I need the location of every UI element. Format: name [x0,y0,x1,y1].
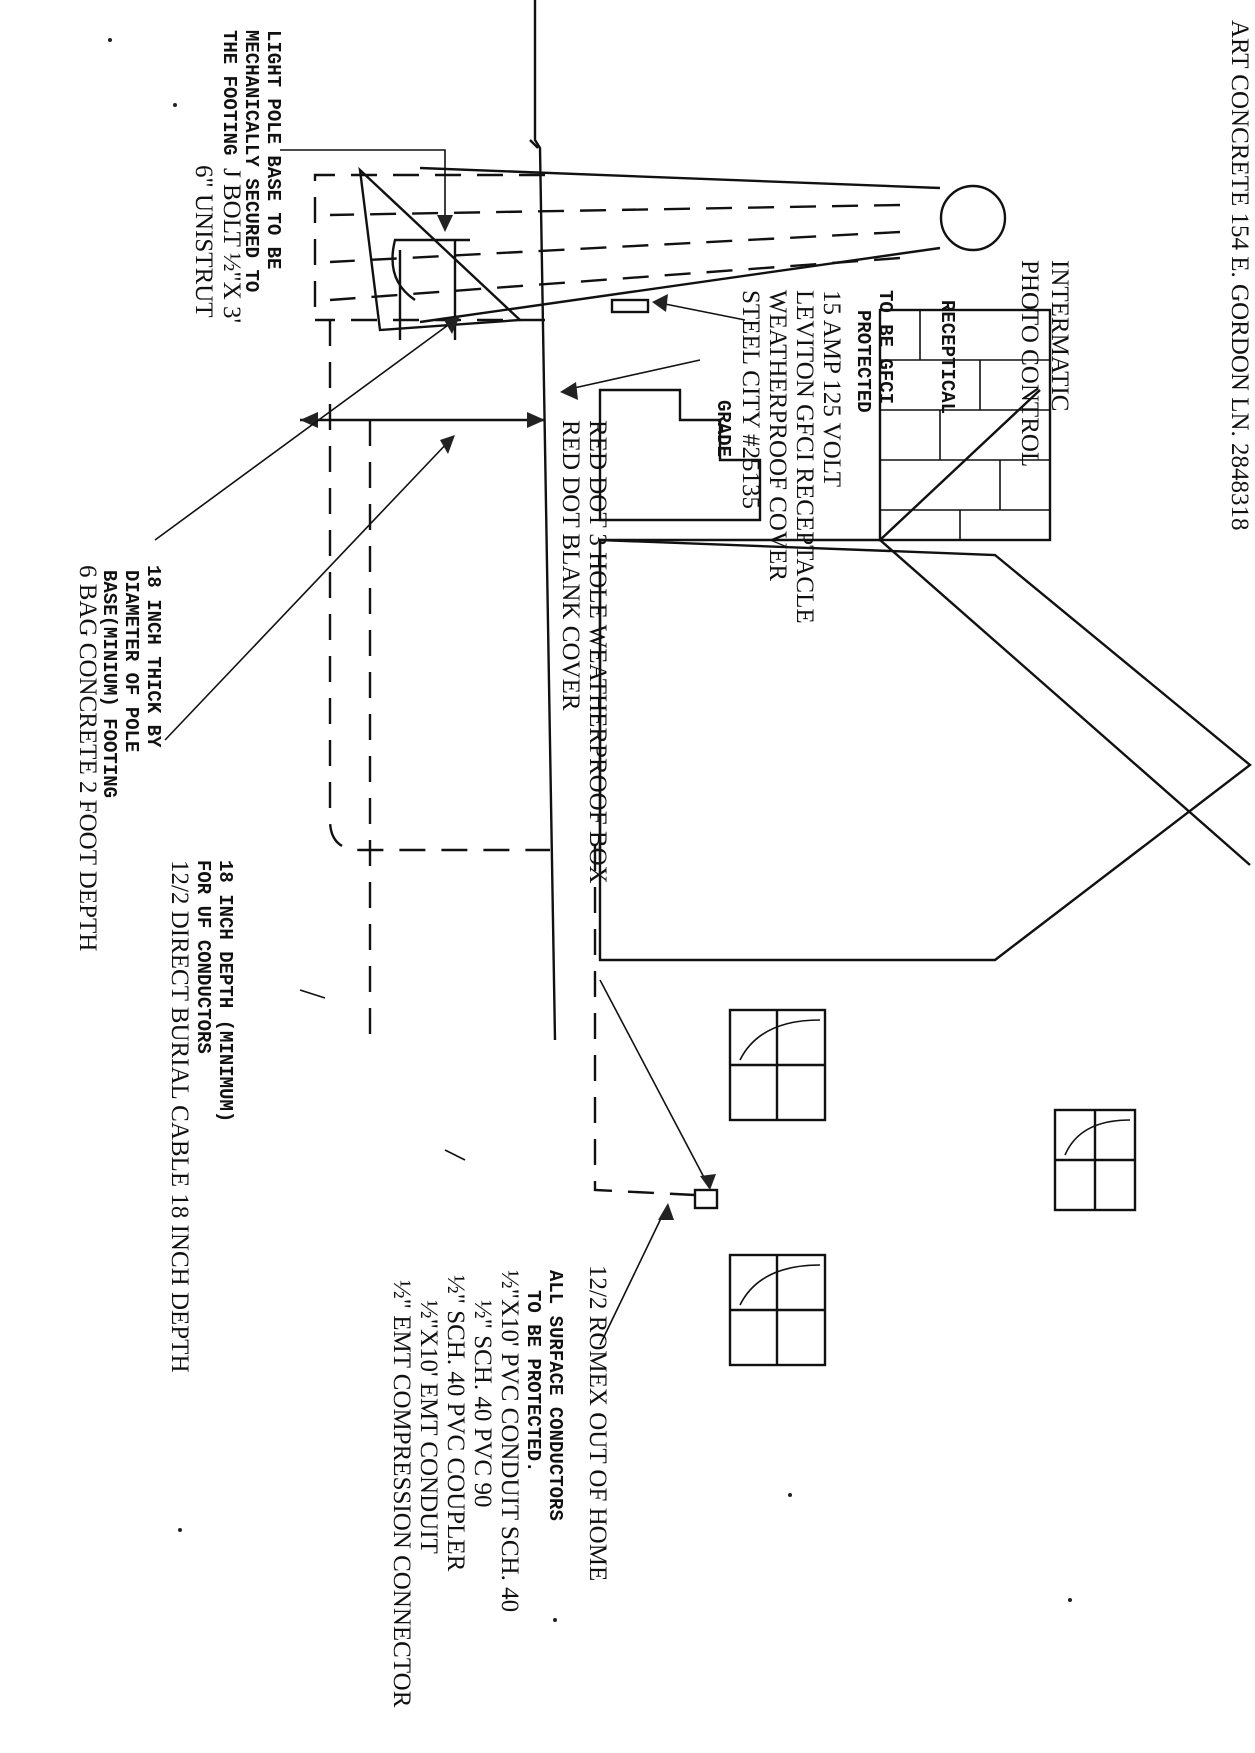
box-line-2: RED DOT BLANK COVER [557,420,584,711]
photo-control-line-2: PHOTO CONTROL [1016,260,1043,467]
conduit-run [593,845,696,1197]
jbolt-label: J BOLT ½"X 3' [218,168,245,323]
leader-depth [164,439,451,741]
surface-line-2: TO BE PROTECTED. [522,1290,544,1472]
arrowhead [444,316,460,334]
concrete-label: 6 BAG CONCRETE 2 FOOT DEPTH [74,565,101,951]
receptacle-line-2: LEVITON GFCI RECEPTACLE [791,290,818,624]
pole-base-line-2: MECHANICALLY SECURED TO [240,30,262,292]
arrowhead [700,1174,716,1190]
leader-receptacle [659,302,746,321]
speck [1068,1598,1072,1602]
conduit-line-2: ½" SCH. 40 PVC 90 [469,1300,496,1507]
arrowhead [652,294,668,312]
arrowhead [658,1203,674,1220]
pole-upper-edge [419,166,941,190]
speck [553,1618,557,1622]
footing-line-1: 18 INCH THICK BY [142,565,164,748]
trench-mark [299,989,326,999]
soil-edge [529,139,539,149]
j-bolt [391,238,470,301]
leader-pole-base [280,149,446,225]
surface-line-1: ALL SURFACE CONDUCTORS [544,1270,566,1521]
receptacle-line-4: STEEL CITY #25135 [737,290,764,509]
pole-dashed-1 [329,203,901,217]
window-2 [728,1253,827,1367]
leader-footing [154,319,456,541]
receptacle-line-3: WEATHERPROOF COVER [764,290,791,581]
pole-base-line-1: LIGHT POLE BASE TO BE [262,30,284,269]
brick-wall [878,308,1052,542]
leader-box [599,979,709,1186]
house-outline [598,538,1252,962]
pole-base-line-3: THE FOOTING [218,30,240,155]
pole-receptacle [610,298,650,314]
footing-line-3: BASE(MINIUM) FOOTING [98,570,120,798]
conduit-line-3: ½" SCH. 40 PVC COUPLER [442,1275,469,1572]
conduit-line-1: ½"X10' PVC CONDUIT SCH. 40 [496,1270,523,1612]
depth-line-2: FOR UF CONDUCTORS [192,860,214,1054]
gfci-line-2: PROTECTED [852,310,874,413]
footing-outline [313,173,545,322]
arrowhead [440,435,455,454]
arrowhead [527,412,545,428]
roof-line-2 [879,539,1251,866]
arrowhead [437,215,453,232]
conduit-line-5: ½" EMT COMPRESSION CONNECTOR [388,1280,415,1708]
speck [108,38,112,42]
chimney [598,388,762,522]
romex-label: 12/2 ROMEX OUT OF HOME [584,1265,611,1581]
arrowhead [560,382,578,400]
receptical-label: RECEPTICAL [936,300,958,414]
leader-grade [564,359,701,391]
pole-dashed-3 [329,256,901,302]
burial-label: 12/2 DIRECT BURIAL CABLE 18 INCH DEPTH [166,860,193,1373]
photo-control-line-1: INTERMATIC [1046,260,1073,411]
arrowhead [300,412,318,428]
pole-dashed-2 [329,230,901,264]
trench-mark [444,1149,466,1161]
box-line-1: RED DOT 3 HOLE WEATHERPROOF BOX [584,420,611,884]
speck [788,1493,792,1497]
footing-line-2: DIAMETER OF POLE [120,570,142,752]
window-3 [1053,1108,1137,1212]
leader-romex [599,1209,666,1346]
window-1 [728,1008,827,1122]
unistrut-label: 6" UNISTRUT [190,165,217,318]
grade-line [533,0,557,1041]
grade-label: GRADE [712,400,734,457]
speck [173,103,177,107]
depth-line-1: 18 INCH DEPTH (MINIMUM) [214,860,236,1122]
lamp-globe [939,184,1007,252]
light-pole [358,166,523,332]
speck [178,1528,182,1532]
gfci-line-1: TO BE GFCI [874,290,896,404]
brick-rows [880,310,1050,540]
conduit-line-4: ½"X10' EMT CONDUIT [415,1300,442,1554]
weatherproof-box [693,1188,719,1210]
header-text: ART CONCRETE 154 E. GORDON LN. 2848318 [1226,20,1253,531]
burial-trench [328,320,550,852]
receptacle-line-1: 15 AMP 125 VOLT [818,290,845,487]
